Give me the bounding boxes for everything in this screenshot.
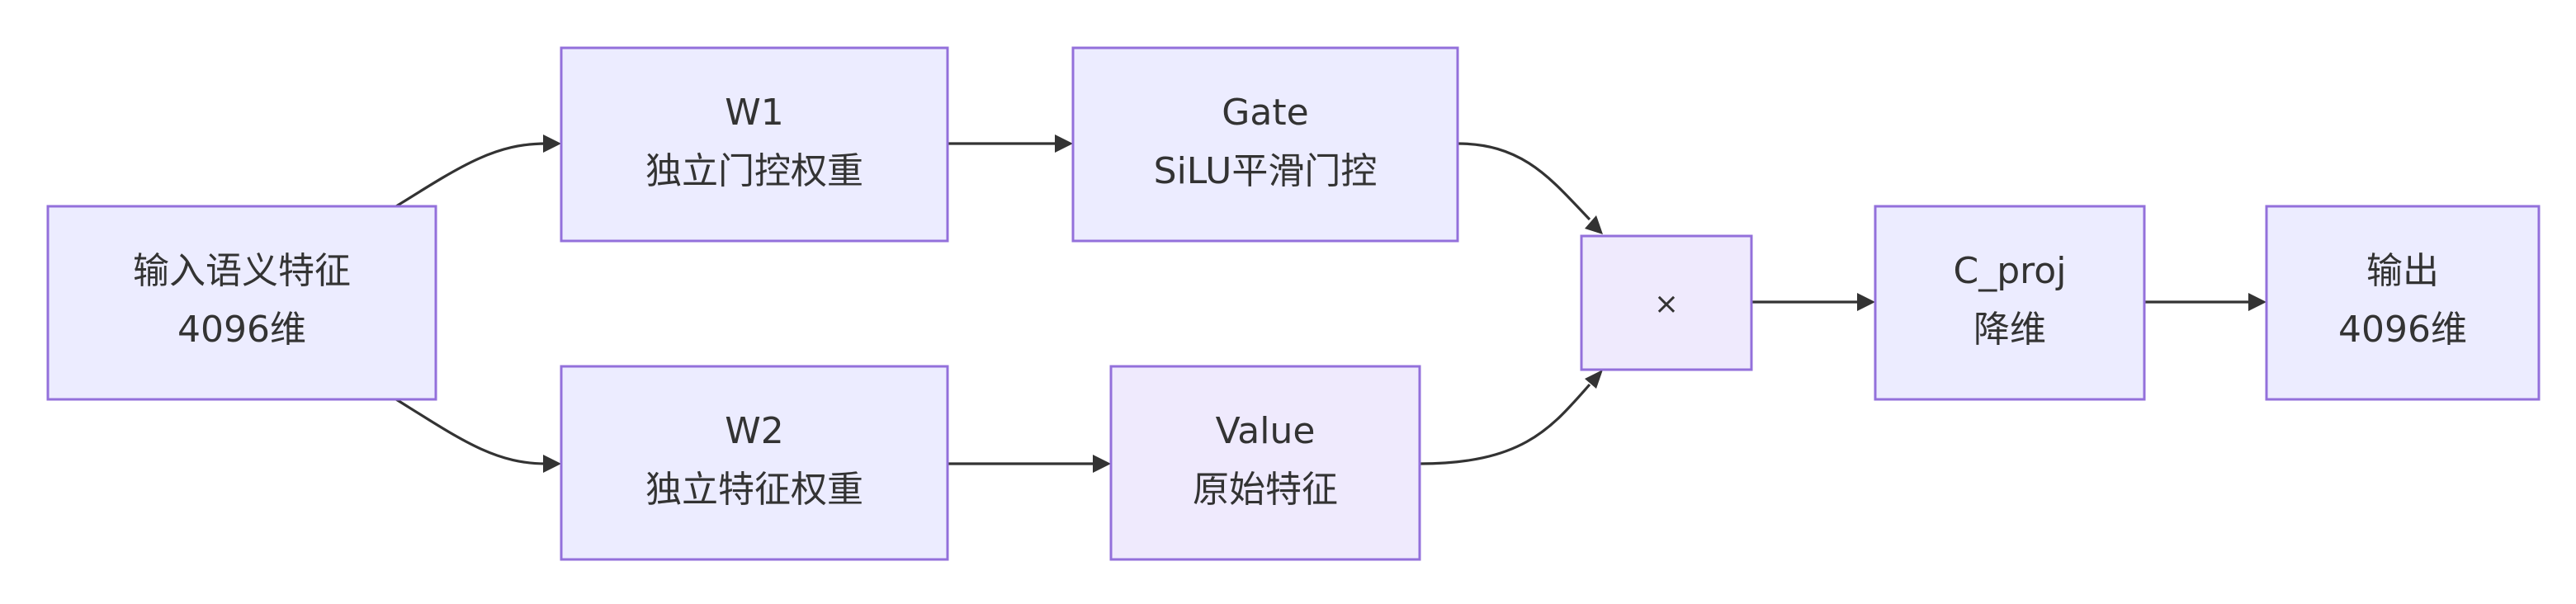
node-cproj-subtitle: 降维 [1973,309,2046,351]
node-multiply: × [1580,234,1753,371]
edge-input-to-w1 [395,142,547,208]
node-gate-title: Gate [1222,92,1308,134]
arrowhead-input-to-w2 [543,455,561,473]
node-w2-subtitle: 独立特征权重 [645,469,863,511]
node-value-subtitle: 原始特征 [1193,469,1338,511]
node-multiply-symbol: × [1654,287,1679,321]
node-gate-subtitle: SiLU平滑门控 [1154,150,1378,192]
node-input: 输入语义特征 4096维 [46,205,437,401]
node-value: Value 原始特征 [1109,365,1421,561]
edge-gate-to-multiply [1457,142,1591,221]
node-w2: W2 独立特征权重 [560,365,949,561]
edges-layer [395,134,2266,473]
arrowhead-multiply-to-cproj [1857,293,1875,311]
node-input-title: 输入语义特征 [133,250,351,292]
node-cproj-title: C_proj [1954,250,2067,292]
node-w1-title: W1 [725,92,784,134]
arrowhead-w1-to-gate [1055,134,1073,153]
node-output: 输出 4096维 [2265,205,2541,401]
node-gate: Gate SiLU平滑门控 [1071,46,1459,243]
edge-input-to-w2 [395,398,547,465]
node-cproj: C_proj 降维 [1874,205,2146,401]
arrowhead-value-to-multiply [1585,370,1603,389]
node-value-title: Value [1216,410,1316,452]
node-input-subtitle: 4096维 [177,309,306,351]
node-w1: W1 独立门控权重 [560,46,949,243]
arrowhead-cproj-to-output [2248,293,2266,311]
arrowhead-input-to-w1 [543,134,561,153]
node-w2-title: W2 [725,410,784,452]
arrowhead-gate-to-multiply [1585,215,1603,234]
edge-value-to-multiply [1419,383,1591,465]
node-output-title: 输出 [2366,250,2439,292]
node-w1-subtitle: 独立门控权重 [645,150,863,192]
node-output-subtitle: 4096维 [2338,309,2467,351]
arrowhead-w2-to-value [1093,455,1111,473]
